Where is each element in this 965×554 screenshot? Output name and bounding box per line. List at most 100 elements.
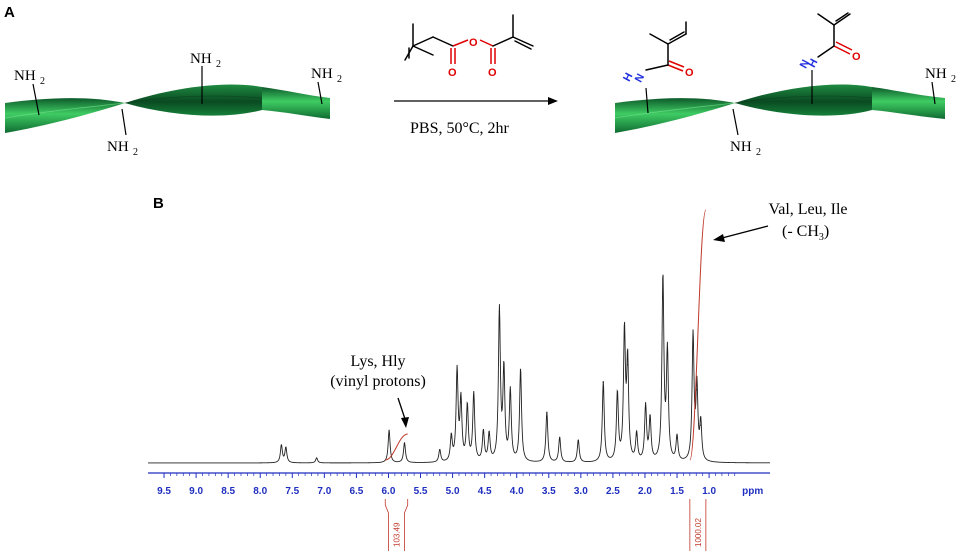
amine-label: NH: [14, 68, 36, 84]
spectrum-peak: [627, 364, 629, 366]
annotation-methyl-suffix: ): [824, 223, 829, 240]
reactant-amine-4: NH 2: [107, 108, 138, 158]
amine-label: NH: [190, 51, 212, 67]
spectrum-peak: [488, 434, 490, 436]
amine-subscript: 2: [133, 147, 138, 158]
tick-label: 2.0: [638, 486, 652, 497]
annotation-methyl-prefix: (- CH: [782, 223, 819, 240]
spectrum-trace: [148, 274, 770, 464]
spectrum-peak: [623, 333, 626, 336]
spectrum-peak: [498, 311, 500, 313]
tick-label: 9.5: [157, 486, 171, 497]
annotation-vinyl-line-2: (vinyl protons): [330, 373, 426, 390]
tick-label: 5.5: [414, 486, 428, 497]
annotation-methyl-line-1: Val, Leu, Ile: [768, 201, 847, 218]
product-amine-2: NH 2: [730, 108, 761, 158]
reactant-amine-2: NH 2: [190, 51, 221, 104]
amine-label: NH: [311, 66, 333, 82]
tick-label: 6.0: [382, 486, 396, 497]
annotation-vinyl-line-1: Lys, Hly: [350, 353, 405, 370]
panel-a: A NH 2 NH 2 NH 2 NH 2: [4, 4, 956, 158]
product-amine-1: NH 2: [925, 66, 956, 105]
reactant-amine-1: NH 2: [14, 68, 45, 116]
annotation-methyl: Val, Leu, Ile (- CH3): [713, 201, 848, 243]
spectrum-peak: [662, 278, 664, 280]
spectrum-peak: [559, 437, 561, 439]
spectrum-peak: [616, 394, 618, 396]
svg-text:(- CH3): (- CH3): [782, 223, 829, 243]
reactant-helix: [4, 84, 330, 133]
spectrum-peak: [649, 419, 651, 421]
panel-b-letter: B: [153, 195, 164, 212]
tick-label: 5.0: [446, 486, 460, 497]
spectrum-peak: [388, 429, 390, 431]
amine-subscript: 2: [951, 74, 956, 85]
spectrum-peak: [692, 336, 694, 338]
tick-label: 4.0: [510, 486, 524, 497]
bridge-oxygen: O: [469, 37, 478, 49]
spectrum-peak: [676, 437, 678, 439]
amide-oxygen: O: [852, 51, 861, 63]
amine-label: NH: [925, 66, 947, 82]
tick-label: 3.5: [542, 486, 556, 497]
spectrum-peak: [636, 434, 638, 436]
carbonyl-oxygen-2: O: [488, 67, 497, 79]
spectrum-peak: [645, 406, 647, 409]
annotation-vinyl-protons: Lys, Hly (vinyl protons): [330, 353, 426, 428]
amine-label: NH: [107, 139, 129, 155]
reaction-arrow: [394, 97, 558, 105]
tick-label: 7.0: [317, 486, 331, 497]
integral-traces: 103.49 1000.02: [384, 209, 707, 551]
tick-label: 1.0: [702, 486, 716, 497]
integral-curve: [385, 433, 408, 461]
spectrum-peak: [509, 391, 511, 394]
spectrum-peak: [577, 439, 579, 441]
amide-oxygen: O: [685, 67, 694, 79]
spectrum-peak: [473, 394, 475, 396]
integral-bracket: [384, 499, 409, 551]
spectrum-peak: [403, 442, 406, 444]
reactant-amine-3: NH 2: [311, 66, 342, 105]
spectrum-peak: [456, 371, 458, 373]
tick-label: 8.0: [253, 486, 267, 497]
spectrum-peak: [439, 449, 441, 451]
spectrum-peak: [700, 424, 702, 426]
spectrum-peak: [460, 401, 462, 404]
amide-hydrogen: H: [621, 71, 635, 84]
tick-label: 2.5: [606, 486, 620, 497]
spectrum-peak: [482, 432, 484, 434]
annotation-methyl-subscript: 3: [819, 232, 824, 243]
amine-subscript: 2: [337, 74, 342, 85]
tick-label: 7.5: [285, 486, 299, 497]
spectrum-peak: [466, 406, 468, 409]
integral-value: 103.49: [392, 522, 401, 547]
spectrum-peak: [503, 371, 505, 373]
tick-label: 6.5: [349, 486, 363, 497]
spectrum-peak: [546, 412, 548, 414]
panel-b: B 103.49 1000.02 9.5 9.0 8.5 8.0 7.5 7.0 6.5 6.0…: [148, 195, 848, 551]
spectrum-peak: [316, 457, 318, 459]
tick-label: 1.5: [670, 486, 684, 497]
integral-value: 1000.02: [694, 518, 703, 547]
spectrum-peak: [280, 444, 282, 446]
tick-label: 9.0: [189, 486, 203, 497]
amide-nitrogen: N: [633, 72, 647, 85]
integral-curve: [689, 209, 707, 461]
product-helix: [614, 84, 945, 133]
tick-label: 3.0: [574, 486, 588, 497]
spectrum-peak: [666, 354, 669, 356]
reaction-conditions: PBS, 50°C, 2hr: [410, 120, 510, 137]
spectrum-peak: [602, 381, 604, 383]
amine-subscript: 2: [40, 76, 45, 87]
axis-unit-label: ppm: [742, 486, 763, 497]
nmr-spectrum: [148, 274, 770, 464]
spectrum-peak: [519, 369, 522, 371]
spectrum-peak: [450, 437, 452, 439]
amine-label: NH: [730, 139, 752, 155]
amine-subscript: 2: [216, 59, 221, 70]
integral-bracket: [689, 499, 707, 551]
methacrylic-anhydride-structure: O O O: [404, 14, 534, 79]
tick-label: 8.5: [221, 486, 235, 497]
spectrum-peak: [696, 389, 698, 391]
